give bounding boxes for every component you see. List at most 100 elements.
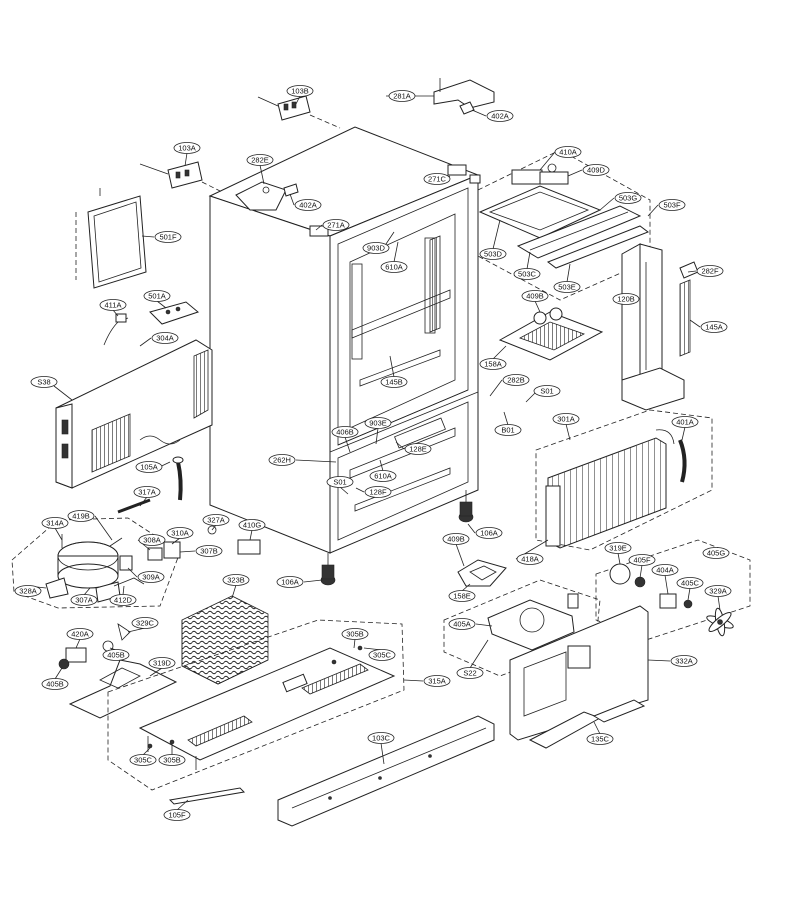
part-label-text: 406B [336,428,354,437]
evaporator [535,409,713,551]
part-label-text: 405F [633,556,651,565]
part-label-120b: 120B [612,293,640,305]
part-label-oval [423,173,451,185]
part-label-text: 409B [447,535,465,544]
part-label-158e: 158E [448,590,476,602]
part-label-text: 106A [281,578,299,587]
part-label-145b: 145B [380,376,408,388]
part-label-text: 503C [518,270,537,279]
part-label-text: 145A [705,323,723,332]
lower-right-parts [443,559,649,749]
part-label-text: 282F [701,267,719,276]
part-label-610a: 610A [380,261,408,273]
part-label-oval [369,470,397,482]
part-label-text: 405G [707,549,726,558]
part-label-oval [553,281,581,293]
part-label-oval [66,628,94,640]
part-label-105a: 105A [135,461,163,473]
part-label-text: 305B [346,630,364,639]
part-label-oval [671,416,699,428]
part-label-310a: 310A [166,527,194,539]
part-label-409b: 409B [442,533,470,545]
part-label-328a: 328A [14,585,42,597]
part-label-oval [70,594,98,606]
part-label-oval [163,809,191,821]
part-label-text: 410G [243,521,262,530]
part-label-s01: S01 [533,385,561,397]
part-label-oval [322,219,350,231]
part-label-text: 329A [709,587,727,596]
lower-left-parts [58,623,178,719]
part-label-503d: 503D [479,248,507,260]
part-label-oval [173,142,201,154]
part-label-oval [442,533,470,545]
part-label-text: 405B [107,651,125,660]
part-label-text: 412D [114,596,133,605]
part-label-text: 103B [291,87,309,96]
part-label-oval [448,590,476,602]
part-label-text: 304A [156,334,174,343]
part-label-text: B01 [501,426,514,435]
left-panels [53,188,213,489]
part-label-oval [202,514,230,526]
part-label-105f: 105F [163,809,191,821]
part-label-text: 405B [46,680,64,689]
part-label-oval [670,655,698,667]
part-label-text: 103A [178,144,196,153]
part-label-oval [326,476,354,488]
part-label-s01: S01 [326,476,354,488]
part-label-329c: 329C [131,617,159,629]
part-label-oval [628,554,656,566]
part-label-text: 305C [373,651,392,660]
part-label-oval [148,657,176,669]
part-label-text: 404A [656,566,674,575]
part-label-text: 329C [136,619,155,628]
part-label-309a: 309A [137,571,165,583]
part-label-410a: 410A [554,146,582,158]
part-label-oval [614,192,642,204]
part-label-oval [294,199,322,211]
part-label-oval [367,732,395,744]
part-label-128e: 128E [404,443,432,455]
part-label-oval [604,542,632,554]
part-label-text: 323B [227,576,245,585]
part-label-text: 405C [681,579,700,588]
part-label-text: 409D [587,166,606,175]
top-brackets [139,78,495,211]
part-label-oval [700,321,728,333]
part-label-text: 319E [609,544,627,553]
part-label-oval [158,754,186,766]
part-label-oval [268,454,296,466]
part-label-314a: 314A [41,517,69,529]
part-label-oval [331,426,359,438]
part-label-305c: 305C [368,649,396,661]
part-label-oval [364,417,392,429]
part-labels: 103B281A402A103A282E410A409D271C503G402A… [14,85,732,821]
part-label-420a: 420A [66,628,94,640]
part-label-oval [704,585,732,597]
part-label-text: 271C [428,175,447,184]
part-label-oval [246,154,274,166]
part-label-oval [30,376,58,388]
part-label-text: 271A [327,221,345,230]
part-label-307b: 307B [195,545,223,557]
part-label-oval [222,574,250,586]
part-label-282e: 282E [246,154,274,166]
part-label-text: 282E [251,156,269,165]
part-label-oval [195,545,223,557]
part-label-271a: 271A [322,219,350,231]
part-label-text: 120B [617,295,635,304]
part-label-411a: 411A [99,299,127,311]
part-label-oval [102,649,130,661]
part-label-503e: 503E [553,281,581,293]
part-label-145a: 145A [700,321,728,333]
part-label-oval [154,231,182,243]
part-label-419b: 419B [67,510,95,522]
part-label-oval [138,534,166,546]
part-label-135c: 135C [586,733,614,745]
part-label-text: 310A [171,529,189,538]
part-label-oval [612,293,640,305]
part-label-text: 308A [143,536,161,545]
part-label-text: 401A [676,418,694,427]
part-label-404a: 404A [651,564,679,576]
